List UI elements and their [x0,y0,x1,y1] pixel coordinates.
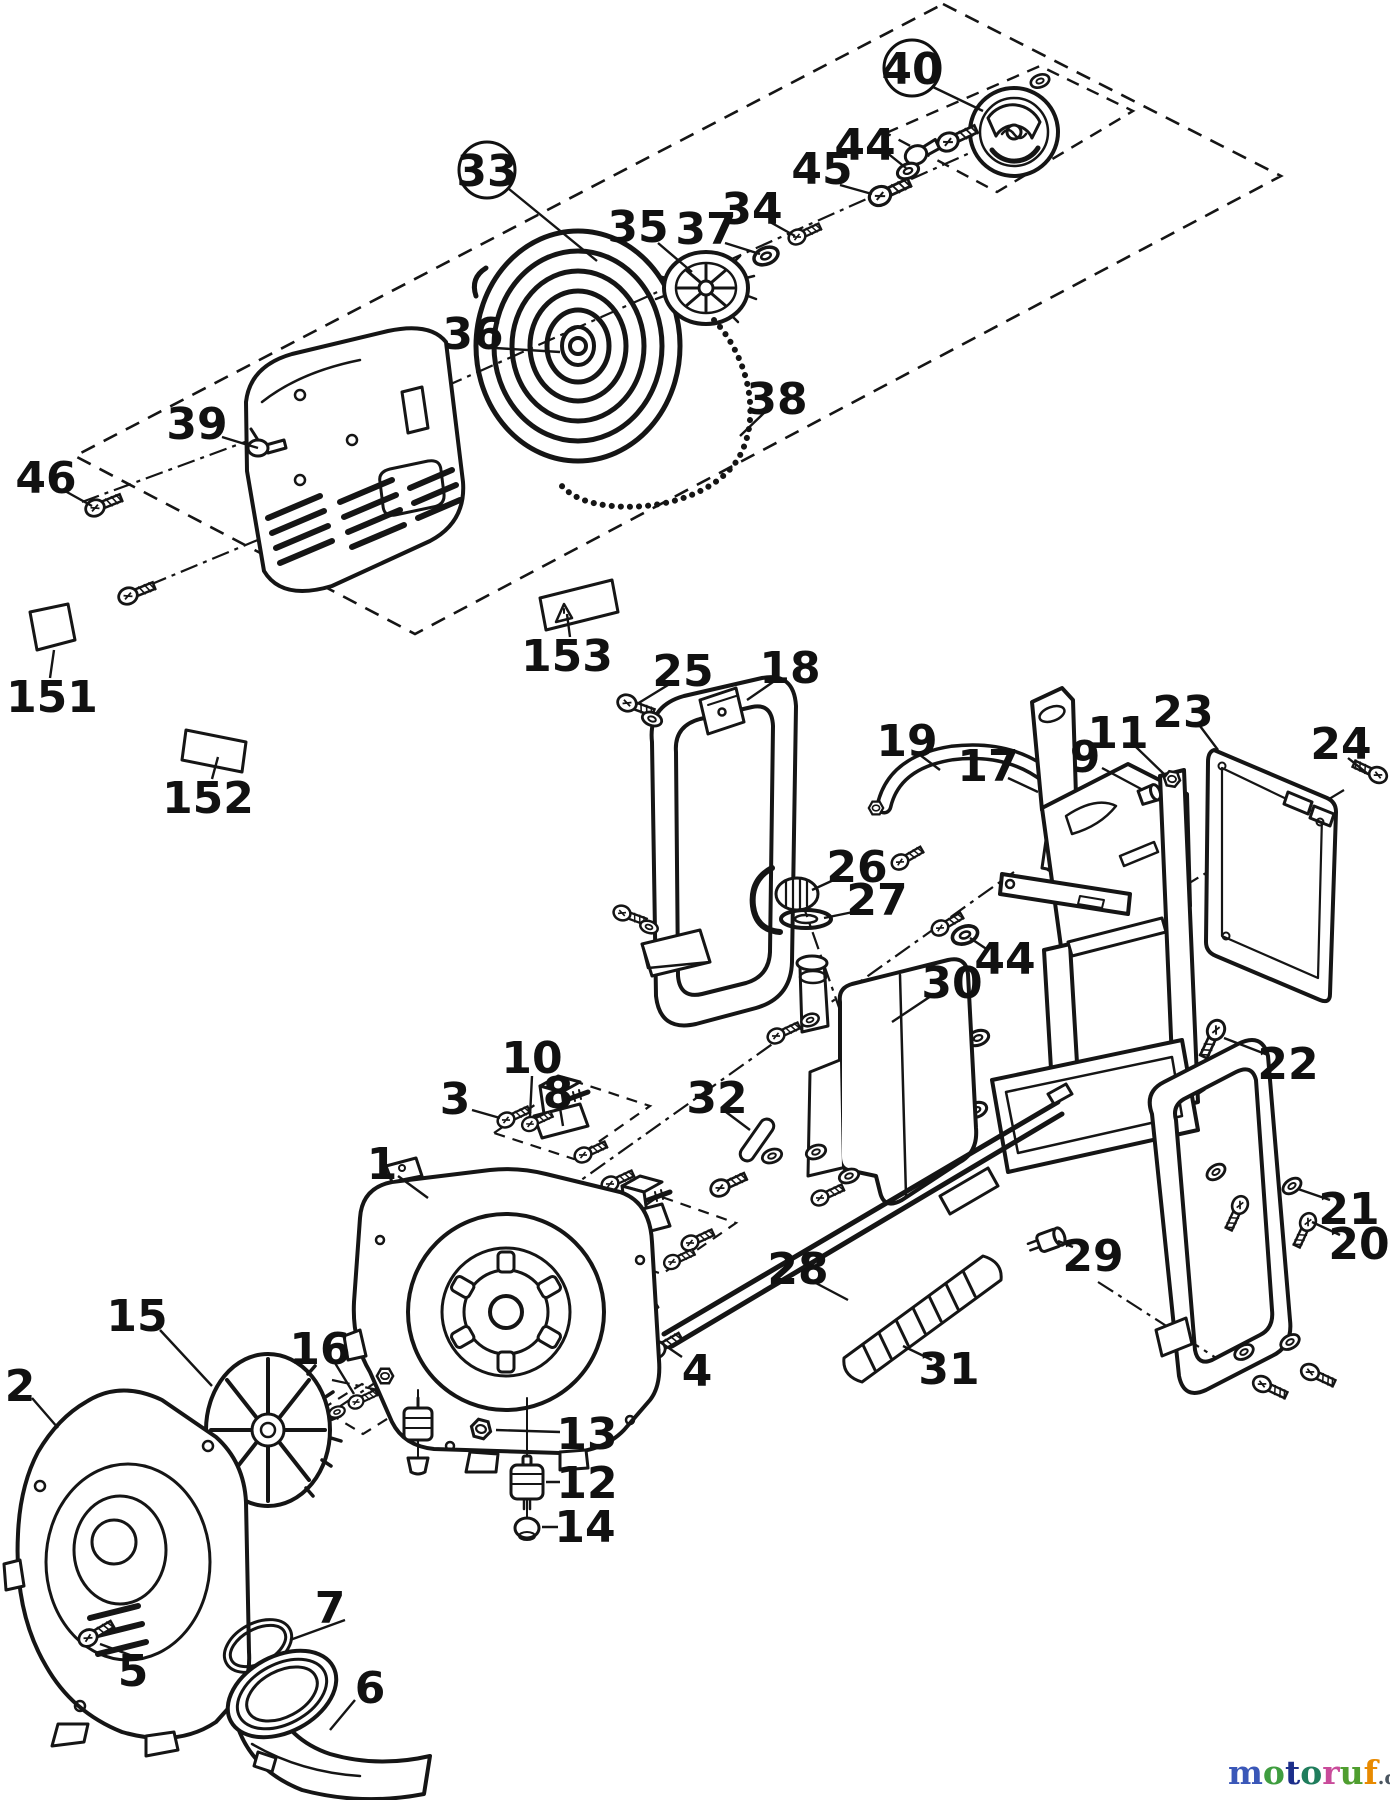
watermark-letter: r [1322,1753,1340,1792]
parts-artwork [2,70,1390,1800]
bulb-14 [513,1516,541,1541]
callout-circle-33 [457,140,517,200]
callout-36: 36 [442,309,503,360]
callout-16: 16 [289,1324,350,1375]
callout-35: 35 [607,202,668,253]
callout-2: 2 [5,1361,36,1412]
clutch-knob [903,137,941,166]
callout-25: 25 [652,646,713,697]
clutch-assembly [903,70,1060,178]
starter-pulley [654,250,758,326]
callout-8: 8 [543,1068,574,1119]
back-pad [1204,748,1338,1004]
callout-11: 11 [1087,708,1148,759]
callout-9: 9 [1070,732,1101,783]
callout-40: 40 [881,44,942,95]
fuel-filter-12 [509,1454,545,1511]
callouts: 33 40 44 45 34 37 35 36 38 39 46 151 152… [5,38,1390,1714]
backpack-frame [990,686,1200,1174]
washer-21 [1278,1173,1306,1199]
callout-7: 7 [315,1583,346,1634]
callout-30: 30 [921,958,982,1009]
callout-44a: 44 [834,120,895,171]
outlet-elbow [225,1648,432,1800]
callout-152: 152 [162,773,254,824]
callout-33: 33 [456,146,517,197]
callout-15: 15 [106,1291,167,1342]
callout-29: 29 [1062,1231,1123,1282]
callout-13: 13 [556,1409,617,1460]
callout-31: 31 [918,1344,979,1395]
leader-lines [31,85,1369,1731]
cushion-frame-right [1147,1038,1293,1395]
callout-5: 5 [118,1646,149,1697]
watermark-letter: m [1228,1753,1263,1792]
fuel-filter-column [402,1389,545,1541]
starter-rope [554,317,754,510]
callout-28: 28 [767,1244,828,1295]
screw-46b [114,576,159,609]
watermark-suffix: .de [1378,1767,1390,1789]
sticker-151 [28,602,77,652]
callout-24: 24 [1310,719,1371,770]
engine-cover [244,326,466,593]
grommet-29 [1026,1226,1067,1253]
callout-circle-40 [882,38,942,98]
cover-louvers [265,467,463,566]
watermark-letter: o [1300,1753,1322,1792]
watermark-letter: t [1285,1753,1301,1792]
callout-44b: 44 [974,934,1035,985]
cap-gasket [779,908,833,930]
fuel-lines [661,1082,1074,1349]
callout-32: 32 [686,1073,747,1124]
callout-22: 22 [1257,1039,1318,1090]
callout-18: 18 [759,643,820,694]
motoruf-watermark: motoruf.de [1228,1753,1390,1792]
callout-1: 1 [367,1139,398,1190]
callout-46: 46 [15,453,76,504]
callout-19: 19 [876,716,937,767]
callout-39: 39 [166,399,227,450]
blower-housing [342,1156,662,1474]
callout-38: 38 [746,374,807,425]
choke-knob [246,427,288,458]
watermark-letter: u [1340,1753,1364,1792]
assembly-boundary-box [72,2,1284,636]
callout-14: 14 [554,1502,615,1553]
pin-32 [738,1117,776,1163]
callout-27: 27 [846,875,907,926]
callout-3: 3 [440,1074,471,1125]
callout-4: 4 [682,1346,713,1397]
callout-17: 17 [957,741,1018,792]
watermark-letter: o [1263,1753,1285,1792]
callout-23: 23 [1152,687,1213,738]
cushion-frame-left [640,675,798,1028]
callout-37: 37 [675,204,736,255]
recoil-spring [471,228,683,464]
screw-20 [1288,1209,1321,1251]
callout-26: 26 [826,842,887,893]
watermark-letter: f [1364,1753,1380,1792]
sticker-152 [180,728,248,774]
warning-sticker-153 [538,578,620,632]
callout-45: 45 [791,144,852,195]
callout-151: 151 [6,672,98,723]
callout-21: 21 [1318,1184,1379,1235]
callout-34: 34 [721,184,782,235]
callout-153: 153 [521,631,613,682]
callout-10: 10 [501,1033,562,1084]
callout-20: 20 [1328,1219,1389,1270]
volute-housing [2,1388,252,1758]
callout-6: 6 [355,1663,386,1714]
callout-12: 12 [556,1458,617,1509]
clutch-boundary-box [883,64,1136,194]
spiral-wrap [842,1254,1003,1384]
